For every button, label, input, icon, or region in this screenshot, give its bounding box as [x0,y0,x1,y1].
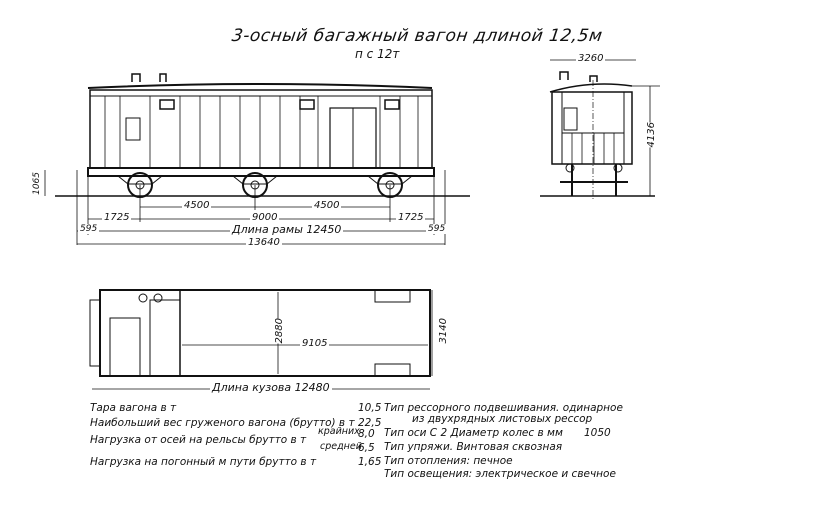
dim-1725-right: 1725 [396,212,426,223]
spec-wheel-diameter: 1050 [584,427,611,439]
spec-lighting: Тип освещения: электрическое и свечное [384,468,616,480]
dim-4136: 4136 [644,122,659,148]
drawing-subtitle: п с 12т [355,47,400,61]
spec-linear-load-label: Нагрузка на погонный м пути брутто в т [90,456,317,468]
plan-view [89,289,433,390]
spec-axle-type: Тип оси С 2 Диаметр колес в мм [384,427,563,439]
spec-tare-value: 10,5 [358,402,382,414]
dim-595-left: 595 [78,224,100,234]
spec-axle-label: Нагрузка от осей на рельсы брутто в т [90,434,307,446]
dim-9000: 9000 [250,212,280,223]
spec-tare-label: Тара вагона в т [90,402,177,414]
spec-suspension: Тип рессорного подвешивания. одинарное [384,402,623,414]
spec-heating: Тип отопления: печное [384,455,513,467]
spec-linear-load-value: 1,65 [358,456,382,468]
spec-axle-outer-value: 8,0 [358,428,375,440]
dim-body-length: Длина кузова 12480 [210,381,332,394]
dim-2880: 2880 [272,318,287,344]
spec-axle-outer-label: крайних [318,426,360,437]
dim-1065: 1065 [30,172,44,195]
dim-3140: 3140 [436,318,451,344]
spec-axle-middle-value: 6,5 [358,442,375,454]
spec-axle-middle-label: средней [320,441,362,452]
dim-9105: 9105 [300,338,330,349]
dim-1725-left: 1725 [102,212,132,223]
side-view [44,73,470,245]
spec-gross-label: Наибольший вес груженого вагона (брутто)… [90,417,355,429]
spec-gross-value: 22,5 [358,417,382,429]
end-view [540,59,660,200]
spec-springs: из двухрядных листовых рессор [412,413,593,425]
dim-total-length: 13640 [246,237,282,248]
dim-frame-length: Длина рамы 12450 [230,223,344,236]
dim-4500-left: 4500 [182,200,212,211]
drawing-title: 3-осный багажный вагон длиной 12,5м [230,26,604,46]
dim-3260: 3260 [576,53,606,64]
spec-coupling: Тип упряжи. Винтовая сквозная [384,441,563,453]
dim-4500-right: 4500 [312,200,342,211]
dim-595-right: 595 [426,224,448,234]
